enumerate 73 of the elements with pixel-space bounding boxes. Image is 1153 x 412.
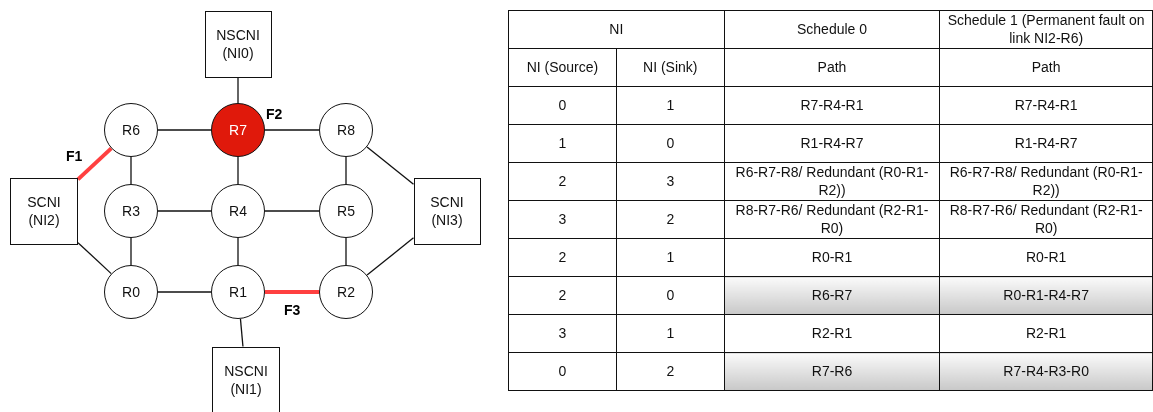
- router-circle: R5: [319, 184, 373, 238]
- table-cell: Schedule 1 (Permanent fault on link NI2-R6): [939, 10, 1153, 49]
- interface-box: SCNI (NI3): [413, 177, 481, 245]
- interface-box: NSCNI (NI1): [212, 346, 280, 412]
- table-cell: 3: [508, 314, 617, 353]
- table-cell: NI (Source): [508, 48, 617, 87]
- table-cell: R0-R1-R4-R7: [939, 276, 1153, 315]
- table-cell: R7-R4-R1: [724, 86, 940, 125]
- link-line: [237, 156, 239, 185]
- fault-label: F3: [284, 302, 301, 318]
- table-cell: 3: [616, 162, 725, 201]
- link-line: [157, 129, 212, 131]
- table-cell: R8-R7-R6/ Redundant (R2-R1-R0): [939, 200, 1153, 239]
- link-line: [264, 129, 320, 131]
- link-line: [130, 156, 132, 185]
- table-cell: R6-R7-R8/ Redundant (R0-R1-R2)): [724, 162, 940, 201]
- link-line: [157, 210, 212, 212]
- router-circle: R3: [104, 184, 158, 238]
- table-cell: 0: [616, 124, 725, 163]
- table-cell: 2: [616, 352, 725, 391]
- table-cell: R7-R6: [724, 352, 940, 391]
- table-cell: 0: [616, 276, 725, 315]
- table-cell: R2-R1: [939, 314, 1153, 353]
- table-cell: R1-R4-R7: [939, 124, 1153, 163]
- router-circle: R8: [319, 103, 373, 157]
- router-circle: R4: [211, 184, 265, 238]
- table-cell: 1: [616, 238, 725, 277]
- link-line: [366, 237, 415, 276]
- link-line: [237, 76, 239, 104]
- table-cell: 0: [508, 352, 617, 391]
- router-circle: R7: [211, 103, 265, 157]
- link-line: [237, 237, 239, 266]
- table-cell: 1: [616, 314, 725, 353]
- router-circle: R1: [211, 265, 265, 319]
- table-cell: R0-R1: [724, 238, 940, 277]
- link-line: [239, 318, 244, 348]
- table-cell: NI (Sink): [616, 48, 725, 87]
- link-line: [264, 210, 320, 212]
- link-line: [77, 242, 112, 275]
- link-line: [265, 290, 319, 294]
- table-cell: NI: [508, 10, 725, 49]
- table-cell: 2: [508, 238, 617, 277]
- table-cell: 2: [508, 162, 617, 201]
- router-circle: R2: [319, 265, 373, 319]
- table-cell: R2-R1: [724, 314, 940, 353]
- table-cell: 1: [508, 124, 617, 163]
- interface-box: SCNI (NI2): [10, 177, 78, 245]
- table-cell: 2: [508, 276, 617, 315]
- table-cell: 2: [616, 200, 725, 239]
- table-cell: R7-R4-R3-R0: [939, 352, 1153, 391]
- table-cell: Schedule 0: [724, 10, 940, 49]
- router-circle: R0: [104, 265, 158, 319]
- table-cell: R6-R7: [724, 276, 940, 315]
- link-line: [366, 146, 415, 185]
- link-line: [345, 237, 347, 266]
- table-cell: R6-R7-R8/ Redundant (R0-R1-R2)): [939, 162, 1153, 201]
- router-circle: R6: [104, 103, 158, 157]
- link-line: [130, 237, 132, 266]
- link-line: [157, 291, 212, 293]
- table-cell: 3: [508, 200, 617, 239]
- table-cell: R0-R1: [939, 238, 1153, 277]
- table-cell: 1: [616, 86, 725, 125]
- table-cell: Path: [724, 48, 940, 87]
- interface-box: NSCNI (NI0): [204, 10, 272, 78]
- table-cell: Path: [939, 48, 1153, 87]
- fault-label: F2: [266, 106, 283, 122]
- table-cell: R7-R4-R1: [939, 86, 1153, 125]
- table-cell: R1-R4-R7: [724, 124, 940, 163]
- table-cell: 0: [508, 86, 617, 125]
- fault-label: F1: [66, 148, 83, 164]
- table-cell: R8-R7-R6/ Redundant (R2-R1-R0): [724, 200, 940, 239]
- link-line: [76, 146, 113, 181]
- link-line: [345, 156, 347, 185]
